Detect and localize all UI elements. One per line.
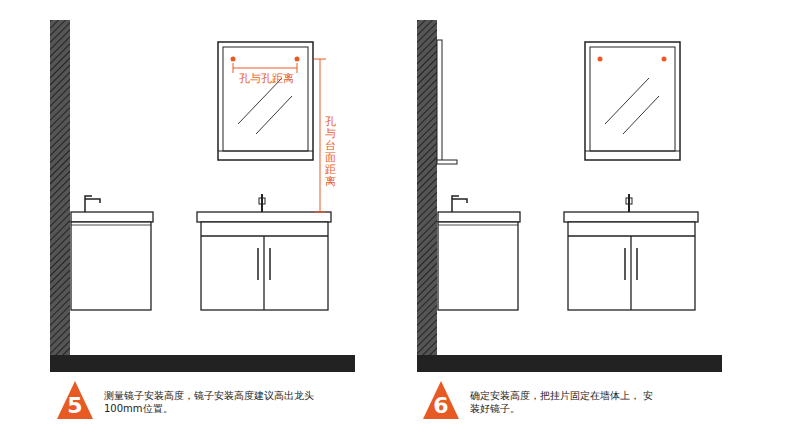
step-caption: 确定安装高度，把挂片固定在墙体上， 安装好镜子。 (470, 389, 656, 415)
badge-triangle-shape (423, 381, 459, 419)
step-badge: 5 (57, 381, 93, 419)
step-caption: 测量镜子安装高度，镜子安装高度建议高出龙头 100mm位置。 (104, 389, 328, 415)
dimension-label: 孔与孔距离 (239, 72, 294, 86)
badge-triangle-shape (57, 381, 93, 419)
dimension-label: 孔与台面距离 (325, 116, 336, 189)
step-number: 6 (423, 381, 459, 417)
step-number: 5 (57, 381, 93, 417)
step-badge: 6 (423, 381, 459, 419)
